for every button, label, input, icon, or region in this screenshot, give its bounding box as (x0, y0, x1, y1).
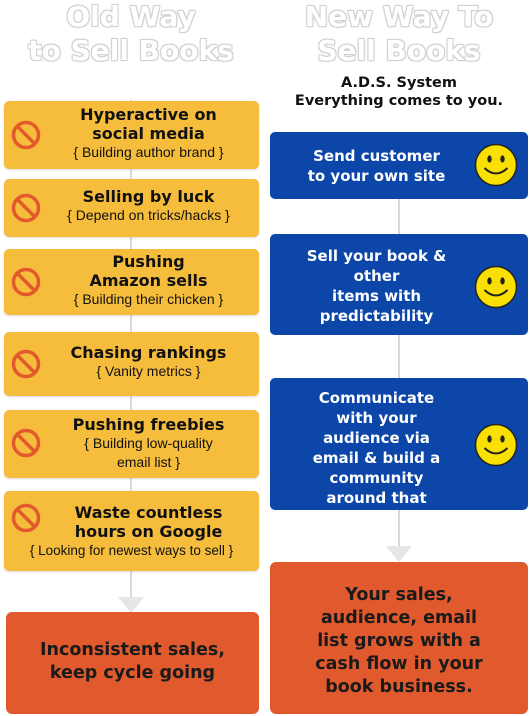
heading-line: Old Way (66, 0, 196, 33)
item-line: around that (326, 489, 427, 507)
new-connector-line (398, 190, 400, 558)
item-title: hours on Google (74, 522, 223, 541)
item-title: Pushing (112, 252, 185, 271)
old-item-1: Hyperactive on social media { Building a… (4, 101, 259, 169)
item-title: social media (92, 124, 205, 143)
old-item-text: Waste countless hours on Google (42, 503, 255, 541)
no-entry-icon (11, 428, 41, 458)
old-result-box: Inconsistent sales, keep cycle going (6, 612, 259, 714)
item-line: audience via (323, 429, 430, 447)
result-line: keep cycle going (49, 663, 216, 683)
old-arrow-icon (118, 597, 144, 613)
result-line: list grows with a (317, 631, 481, 651)
smiley-icon (474, 265, 518, 309)
no-entry-icon (11, 193, 41, 223)
new-item-text: Sell your book & other items with predic… (284, 246, 469, 326)
smiley-icon (474, 423, 518, 467)
new-item-1: Send customer to your own site (270, 132, 528, 199)
old-item-6: Waste countless hours on Google { Lookin… (4, 491, 259, 571)
item-title: Waste countless (74, 503, 223, 522)
new-item-3: Communicate with your audience via email… (270, 378, 528, 510)
new-item-text: Send customer to your own site (284, 146, 469, 186)
ads-system-subtitle: A.D.S. System Everything comes to you. (270, 74, 528, 110)
new-way-heading: New Way To Sell Books (268, 0, 530, 68)
heading-line: to Sell Books (28, 34, 234, 67)
new-item-text: Communicate with your audience via email… (284, 388, 469, 508)
old-item-4: Chasing rankings { Vanity metrics } (4, 332, 259, 396)
result-line: book business. (325, 677, 473, 697)
new-item-2: Sell your book & other items with predic… (270, 234, 528, 335)
item-subtitle: { Building author brand } (73, 144, 224, 160)
no-entry-icon (11, 267, 41, 297)
item-line: Communicate (318, 389, 435, 407)
old-item-3: Pushing Amazon sells { Building their ch… (4, 249, 259, 315)
old-item-text: Pushing Amazon sells { Building their ch… (42, 252, 255, 309)
heading-line: New Way To (304, 0, 494, 33)
old-item-subtitle-row: { Looking for newest ways to sell } (4, 541, 259, 560)
item-line: community (329, 469, 424, 487)
old-item-text: Pushing freebies { Building low-quality … (42, 415, 255, 472)
no-entry-icon (11, 120, 41, 150)
new-result-box: Your sales, audience, email list grows w… (270, 562, 528, 714)
new-arrow-icon (386, 546, 412, 562)
item-line: predictability (319, 307, 434, 325)
item-title: Chasing rankings (70, 343, 227, 362)
old-item-text: Hyperactive on social media { Building a… (42, 105, 255, 162)
item-title: Hyperactive on (80, 105, 217, 124)
heading-line: Sell Books (317, 34, 481, 67)
item-subtitle: { Depend on tricks/hacks } (67, 207, 230, 223)
item-line: Send customer (313, 147, 440, 165)
item-subtitle: { Building their chicken } (73, 291, 224, 307)
item-subtitle: { Vanity metrics } (96, 363, 201, 379)
result-line: cash flow in your (315, 654, 483, 674)
item-line: other (353, 267, 400, 285)
no-entry-icon (11, 503, 41, 533)
subtitle-line: Everything comes to you. (294, 93, 504, 109)
no-entry-icon (11, 349, 41, 379)
item-title: Selling by luck (82, 187, 215, 206)
old-result-text: Inconsistent sales, keep cycle going (6, 639, 259, 685)
item-line: to your own site (307, 167, 446, 185)
subtitle-line: A.D.S. System (341, 75, 457, 91)
item-subtitle: email list } (116, 454, 181, 470)
smiley-icon (474, 143, 518, 187)
old-way-heading: Old Way to Sell Books (0, 0, 262, 68)
item-line: items with (331, 287, 422, 305)
old-item-text: Chasing rankings { Vanity metrics } (42, 343, 255, 381)
item-line: with your (336, 409, 417, 427)
old-item-2: Selling by luck { Depend on tricks/hacks… (4, 179, 259, 237)
result-line: Inconsistent sales, (40, 640, 225, 660)
item-line: Sell your book & (306, 247, 447, 265)
item-subtitle: { Building low-quality (84, 435, 213, 451)
result-line: Your sales, (345, 585, 453, 605)
old-item-5: Pushing freebies { Building low-quality … (4, 410, 259, 478)
result-line: audience, email (320, 608, 477, 628)
item-title: Pushing freebies (72, 415, 225, 434)
old-item-text: Selling by luck { Depend on tricks/hacks… (42, 187, 255, 225)
item-subtitle: { Looking for newest ways to sell } (29, 543, 234, 558)
item-title: Amazon sells (89, 271, 208, 290)
item-line: email & build a (312, 449, 441, 467)
new-result-text: Your sales, audience, email list grows w… (270, 584, 528, 699)
